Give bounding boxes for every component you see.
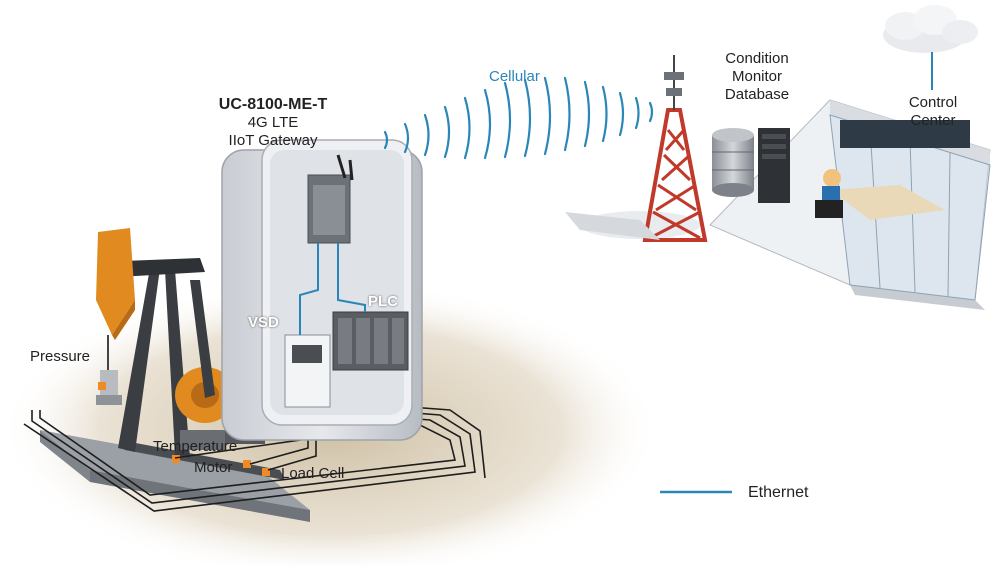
database-cylinder bbox=[712, 135, 754, 190]
database-line-1: Condition bbox=[725, 50, 789, 67]
ethernet-link-plc bbox=[337, 243, 366, 312]
gateway-model: UC-8100-ME-T bbox=[218, 96, 328, 113]
database-line-3: Database bbox=[724, 86, 790, 103]
vsd-label: VSD bbox=[248, 314, 279, 331]
legend-ethernet-label: Ethernet bbox=[748, 484, 809, 501]
temperature-label: Temperature bbox=[153, 438, 238, 455]
pressure-label: Pressure bbox=[30, 348, 91, 365]
database-label: Condition Monitor Database bbox=[712, 50, 802, 104]
database-line-2: Monitor bbox=[731, 68, 783, 85]
gateway-label: UC-8100-ME-T 4G LTE IIoT Gateway bbox=[198, 96, 348, 150]
control-center-label: Control Center bbox=[893, 94, 973, 130]
plc-label: PLC bbox=[368, 293, 398, 310]
control-cabinet bbox=[221, 139, 423, 441]
pressure-sensor bbox=[98, 382, 106, 390]
motor-sensor bbox=[243, 460, 251, 468]
gateway-role: IIoT Gateway bbox=[228, 132, 318, 149]
server-rack bbox=[758, 128, 790, 203]
control-room bbox=[709, 99, 991, 310]
control-line-2: Center bbox=[910, 112, 956, 129]
cellular-signal bbox=[383, 76, 654, 160]
cloud bbox=[883, 5, 978, 53]
load-cell-sensor bbox=[262, 468, 270, 476]
cellular-label: Cellular bbox=[489, 68, 540, 85]
motor-label: Motor bbox=[194, 459, 233, 476]
sensor-markers bbox=[98, 382, 270, 476]
control-line-1: Control bbox=[908, 94, 958, 111]
temperature-sensor bbox=[172, 455, 180, 463]
pump-jack bbox=[40, 228, 310, 522]
load-cell-label: Load Cell bbox=[281, 465, 345, 482]
ethernet-link-vsd bbox=[299, 243, 319, 335]
gateway-type: 4G LTE bbox=[247, 114, 299, 131]
cell-tower bbox=[565, 55, 708, 242]
